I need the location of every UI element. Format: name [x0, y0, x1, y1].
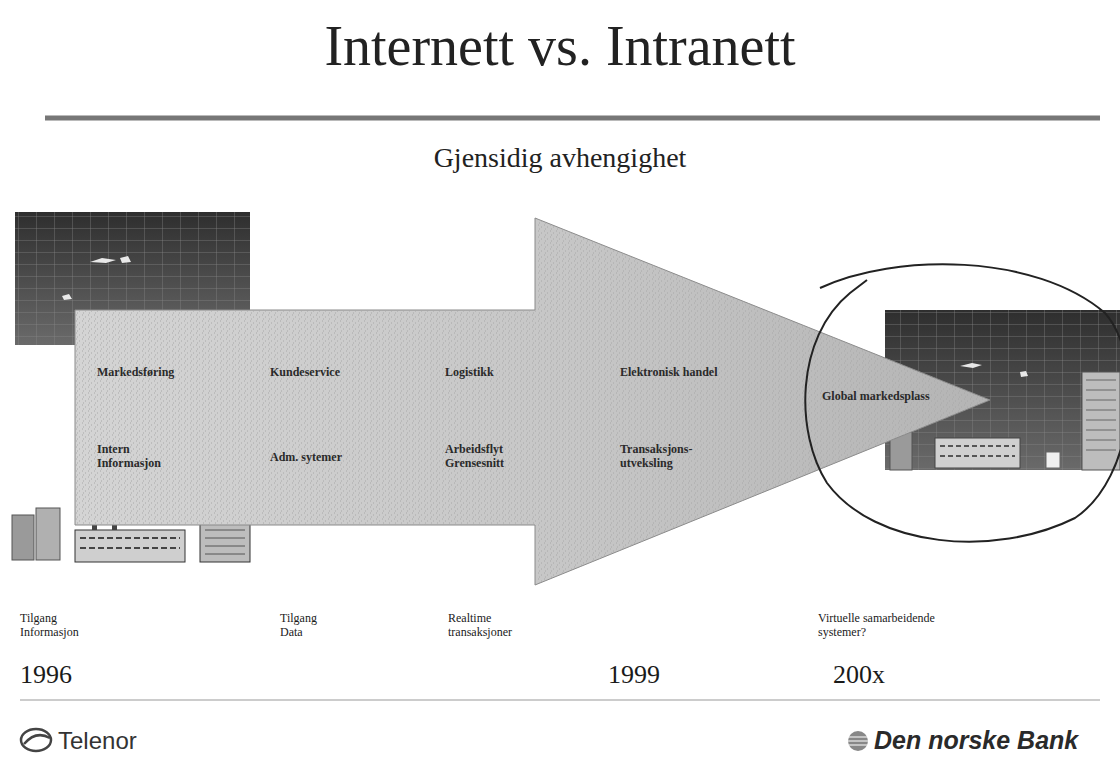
- phase-label: Virtuelle samarbeidende systemer?: [818, 612, 968, 640]
- year-label: 1999: [608, 660, 660, 690]
- phase-label: Realtime transaksjoner: [448, 612, 530, 640]
- arrow-label: Intern Informasjon: [97, 443, 169, 471]
- hand-drawn-circle: [805, 264, 1120, 541]
- arrow-label: Adm. sytemer: [270, 451, 342, 465]
- subtitle: Gjensidig avhengighet: [0, 142, 1120, 174]
- arrow-label: Markedsføring: [97, 366, 174, 380]
- arrow-label: Elektronisk handel: [620, 366, 717, 380]
- title-rule: [45, 116, 1100, 121]
- footer-rule: [20, 700, 1100, 701]
- arrow-label: Arbeidsflyt Grensesnitt: [445, 443, 527, 471]
- dnb-logo: [848, 731, 868, 751]
- arrow-label: Kundeservice: [270, 366, 340, 380]
- arrow-label: Global markedsplass: [822, 390, 930, 404]
- arrow-texture: [75, 218, 990, 585]
- arrow-outline: [75, 218, 990, 585]
- year-label: 200x: [833, 660, 885, 690]
- logo-text: Telenor: [58, 727, 137, 755]
- process-arrow: MarkedsføringIntern Informasjon Kundeserv…: [75, 218, 995, 585]
- arrow-label: Transaksjons- utveksling: [620, 443, 712, 471]
- title: Internett vs. Intranett: [0, 14, 1120, 78]
- year-label: 1996: [20, 660, 72, 690]
- arrow-label: Logistikk: [445, 366, 494, 380]
- phase-label: Tilgang Informasjon: [20, 612, 92, 640]
- phase-label: Tilgang Data: [280, 612, 340, 640]
- telenor-logo: [21, 729, 51, 751]
- logo-text: Den norske Bank: [874, 726, 1078, 755]
